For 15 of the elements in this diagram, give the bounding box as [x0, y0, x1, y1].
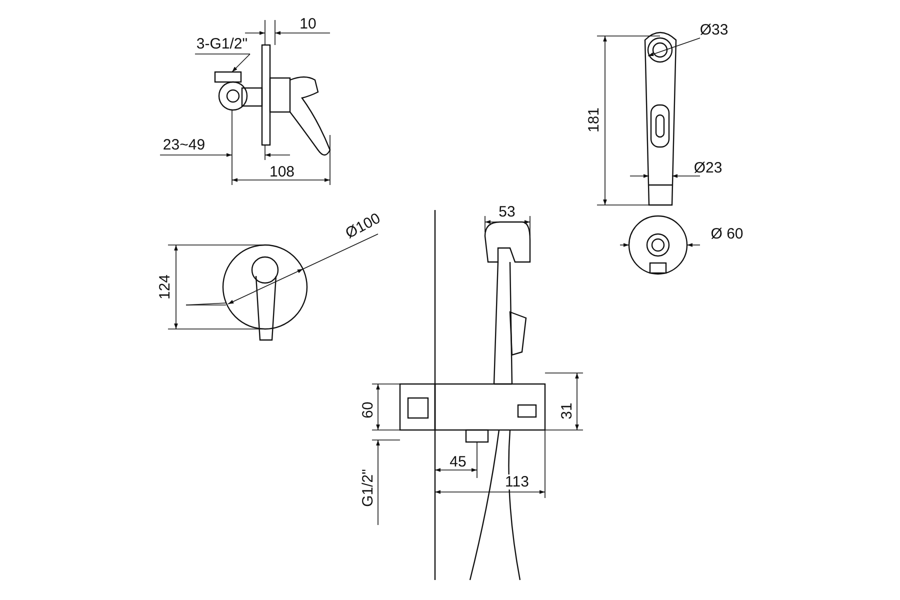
- dimension-label: 3-G1/2": [195, 36, 249, 52]
- dimension-label: 60: [360, 400, 376, 420]
- dimension-label: 23~49: [162, 138, 206, 152]
- dimension-label: 53: [498, 204, 516, 220]
- dimension-label: 31: [560, 402, 574, 420]
- dimension-label: Ø23: [692, 160, 724, 176]
- dimension-label: G1/2": [360, 468, 376, 508]
- dimension-label: 10: [298, 16, 318, 32]
- dimension-label: 181: [586, 106, 602, 134]
- dimension-label: Ø33: [698, 22, 730, 38]
- dimension-label: 124: [158, 273, 172, 301]
- dimension-label: 45: [448, 454, 468, 470]
- dimension-label: Ø 60: [710, 226, 744, 242]
- dimension-label: 113: [504, 474, 530, 490]
- dimension-label: 108: [268, 164, 296, 180]
